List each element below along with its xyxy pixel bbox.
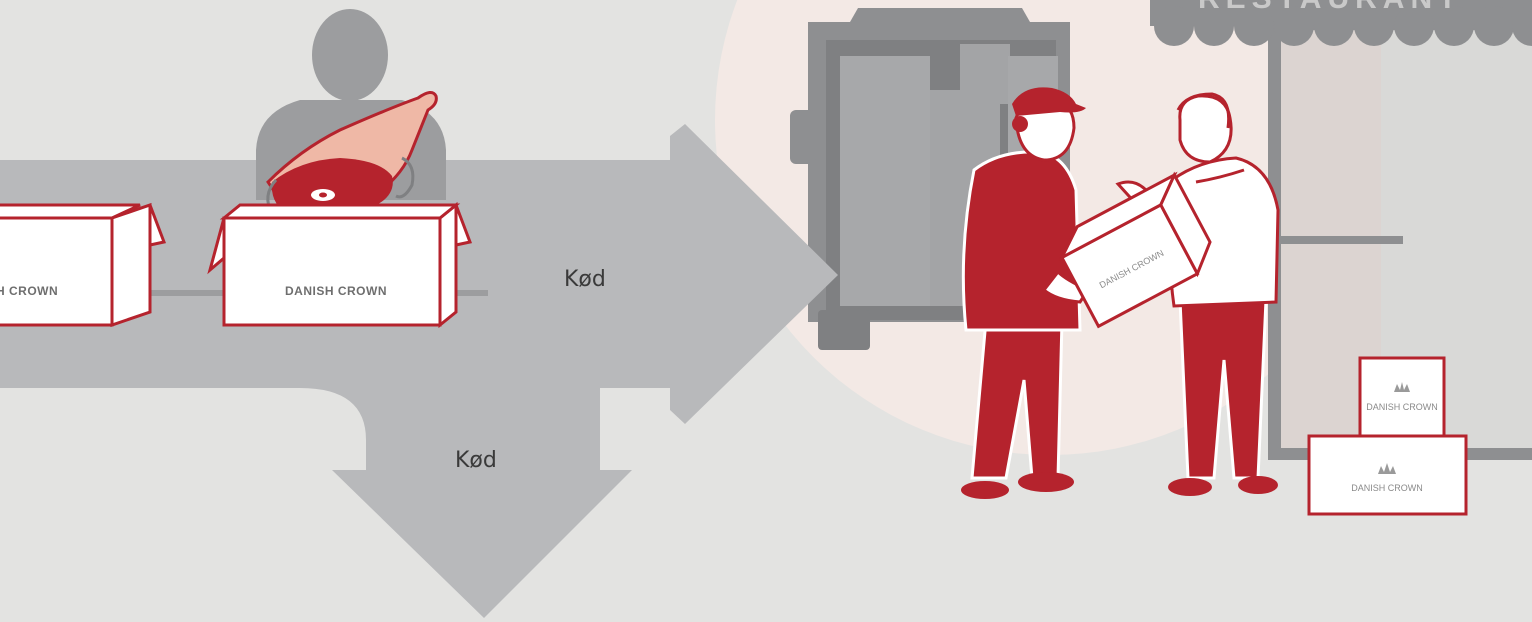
center-box-brand: DANISH CROWN <box>285 284 387 298</box>
box-stack: DANISH CROWN DANISH CROWN <box>1307 356 1468 516</box>
box-icon-left: H CROWN <box>0 202 167 328</box>
box-icon-center: DANISH CROWN <box>207 201 473 329</box>
restaurant-sign: RESTAURANT <box>1198 0 1462 15</box>
box-icon-carried: DANISH CROWN <box>1058 171 1212 329</box>
stack-bottom-brand: DANISH CROWN <box>1351 483 1423 493</box>
person-icon-delivery <box>961 87 1091 499</box>
crown-icon <box>1378 463 1396 474</box>
awning-icon <box>1150 0 1532 46</box>
crown-icon <box>1394 382 1410 392</box>
truck-icon <box>790 8 1070 350</box>
arrow-right-label: Kød <box>564 267 606 292</box>
stack-top-brand: DANISH CROWN <box>1366 402 1438 412</box>
arrow-down-label: Kød <box>455 448 497 473</box>
flow-arrow <box>0 124 838 618</box>
left-box-brand: H CROWN <box>0 284 58 298</box>
